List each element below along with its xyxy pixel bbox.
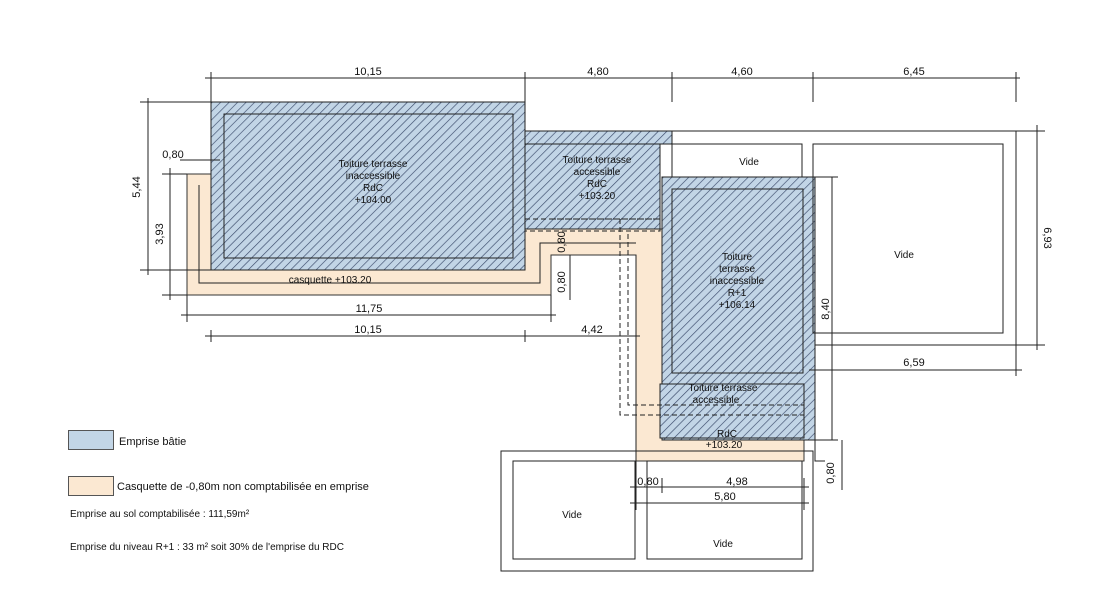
dimension-labels: 10,15 4,80 4,60 6,45 0,80 5,44 3,93 6,93… [131, 66, 1053, 503]
void-box-1 [671, 143, 803, 178]
void-label: Vide [739, 157, 759, 168]
dim-label: 5,44 [131, 176, 143, 197]
legend-label-casquette: Casquette de -0,80m non comptabilisée en… [117, 481, 369, 493]
lower-building [500, 450, 814, 572]
void-labels: Vide Vide Vide Vide [562, 157, 914, 550]
legend-swatch-casquette [68, 476, 114, 496]
zone-r1-line5: +106.14 [719, 300, 756, 311]
dashed-strip [524, 218, 661, 232]
dim-label: 0,80 [556, 231, 568, 252]
zone-r1-line3: inaccessible [710, 276, 765, 287]
void-box-4 [646, 460, 803, 560]
legend-swatch-bati [68, 430, 114, 450]
void-box-2 [812, 143, 1004, 334]
inner-casquette-lines [198, 185, 637, 461]
dim-label: 0,80 [162, 149, 183, 161]
dim-label: 4,42 [581, 324, 602, 336]
zone-main-line3: RdC [363, 183, 383, 194]
dim-label: 6,93 [1041, 227, 1053, 248]
zone-main-line4: +104.00 [355, 195, 392, 206]
void-label: Vide [713, 539, 733, 550]
inner-line-1 [198, 185, 636, 284]
zone-labels: Toiture terrasse inaccessible RdC +104.0… [289, 155, 765, 451]
dim-label: 6,59 [903, 357, 924, 369]
dim-label: 3,93 [154, 223, 166, 244]
dim-label: 0,80 [637, 476, 658, 488]
main-block-roof [223, 113, 514, 259]
zone-lower-line3: RdC [717, 429, 737, 440]
legend-label-bati: Emprise bâtie [119, 436, 187, 448]
dim-label: 0,80 [825, 462, 837, 483]
lower-roof [659, 383, 805, 439]
outline-right-top [672, 130, 1017, 346]
zone-r1-line4: R+1 [728, 288, 747, 299]
dimension-lines [140, 72, 1045, 510]
outline-right-mid [814, 345, 825, 462]
middle-roof [524, 143, 661, 230]
r1-roof [671, 188, 804, 374]
dashed-outlines [524, 218, 804, 416]
zone-middle-line3: RdC [587, 179, 607, 190]
zone-middle-line1: Toiture terrasse [563, 155, 632, 166]
zone-lower-line4: +103.20 [706, 440, 743, 451]
dim-label: 11,75 [356, 303, 383, 315]
dim-label: 10,15 [354, 66, 382, 78]
dim-label: 10,15 [354, 324, 382, 336]
legend-emprise-sol: Emprise au sol comptabilisée : 111,59m² [70, 509, 250, 520]
zone-r1-line1: Toiture [722, 252, 752, 263]
zone-r1-line2: terrasse [719, 264, 756, 275]
dim-label: 5,80 [714, 491, 735, 503]
dim-label: 0,80 [556, 271, 568, 292]
zone-casquette-label: casquette +103.20 [289, 275, 372, 286]
zone-lower-line2: accessible [693, 395, 740, 406]
void-label: Vide [894, 250, 914, 261]
dim-label: 4,60 [731, 66, 752, 78]
dim-label: 4,80 [587, 66, 608, 78]
zone-middle-line2: accessible [574, 167, 621, 178]
zone-main-line1: Toiture terrasse [339, 159, 408, 170]
zone-middle-line4: +103.20 [579, 191, 616, 202]
legend-emprise-r1: Emprise du niveau R+1 : 33 m² soit 30% d… [70, 542, 344, 553]
zone-main-line2: inaccessible [346, 171, 401, 182]
dim-label: 4,98 [726, 476, 747, 488]
zone-lower-line1: Toiture terrasse [689, 383, 758, 394]
dim-label: 8,40 [820, 298, 832, 319]
outline-walls [500, 130, 1017, 572]
dim-label: 6,45 [903, 66, 924, 78]
void-label: Vide [562, 510, 582, 521]
void-box-3 [512, 460, 636, 560]
